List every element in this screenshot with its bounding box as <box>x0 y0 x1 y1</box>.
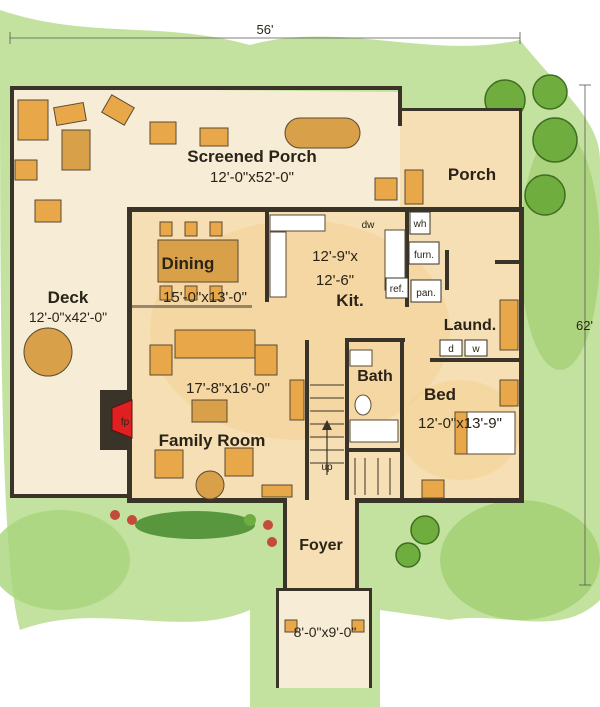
walls <box>10 86 524 688</box>
dining-size: 15'-0"x13'-0" <box>163 289 247 306</box>
furnace-label: furn. <box>414 250 434 261</box>
dishwasher-label: dw <box>362 220 376 231</box>
screened-porch-name: Screened Porch <box>187 147 316 166</box>
washer-label: w <box>471 344 480 355</box>
laundry-name: Laund. <box>444 317 496 334</box>
refrigerator-label: ref. <box>390 284 404 295</box>
dimension-lines <box>9 32 591 586</box>
fireplace-label: fp <box>121 417 130 428</box>
porch-name: Porch <box>448 165 496 184</box>
utility-fixtures <box>385 211 488 357</box>
dining-name: Dining <box>162 254 215 273</box>
kitchen-size-line1: 12'-9"x <box>312 248 358 265</box>
deck-name: Deck <box>48 288 89 307</box>
kitchen-size-line2: 12'-6" <box>316 272 354 289</box>
trees <box>110 74 578 568</box>
deck-size: 12'-0"x42'-0" <box>29 309 107 325</box>
dimension-right: 62' <box>576 318 593 333</box>
bed-size: 12'-0"x13'-9" <box>418 415 502 432</box>
family-room-size: 17'-8"x16'-0" <box>186 380 270 397</box>
bed-name: Bed <box>424 385 456 404</box>
bath-name: Bath <box>357 368 393 385</box>
entry-size: 8'-0"x9'-0" <box>294 624 357 640</box>
foyer-name: Foyer <box>299 537 343 554</box>
dryer-label: d <box>448 344 454 355</box>
fireplace: fp <box>100 390 133 450</box>
furniture <box>14 94 519 633</box>
kitchen-name: Kit. <box>336 291 363 310</box>
water-heater-label: wh <box>413 219 427 230</box>
dimension-top: 56' <box>257 22 274 37</box>
stairs-up-label: up <box>321 462 333 473</box>
family-room-name: Family Room <box>159 431 266 450</box>
pantry-label: pan. <box>416 288 435 299</box>
screened-porch-size: 12'-0"x52'-0" <box>210 169 294 186</box>
